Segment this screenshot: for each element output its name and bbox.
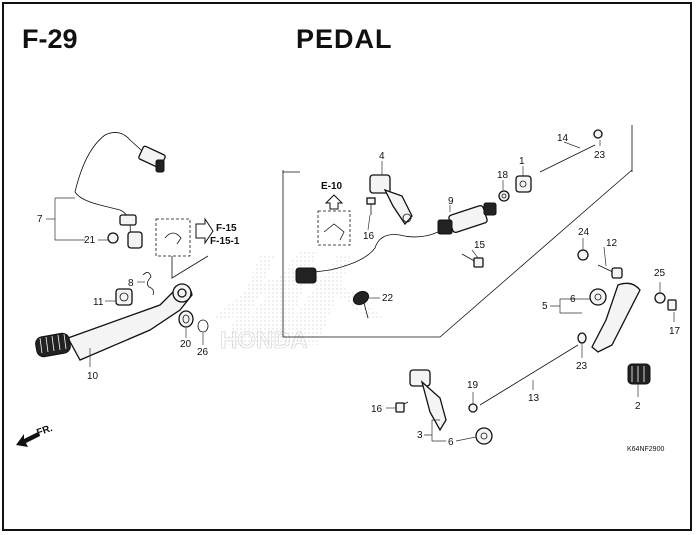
shift-pedal (35, 283, 193, 361)
nut-19 (468, 403, 478, 413)
section-title: PEDAL (296, 24, 393, 54)
reference-box-f15 (155, 217, 214, 279)
callout-1: 1 (519, 156, 525, 167)
callout-23-upper: 23 (594, 150, 606, 161)
honda-watermark-text: HONDA (220, 327, 308, 354)
callout-23-lower: 23 (576, 361, 588, 372)
callout-6-upper: 6 (570, 294, 576, 305)
pedal-spring-8 (142, 272, 154, 296)
honda-watermark: HONDA (215, 250, 382, 354)
section-code: F-29 (22, 24, 78, 54)
group-outline (282, 125, 633, 338)
switch-9 (295, 202, 497, 284)
callout-24: 24 (578, 227, 590, 238)
bolt-17 (667, 299, 677, 311)
washer-24 (577, 249, 589, 261)
pedal-bolt-11 (115, 288, 133, 306)
callout-2: 2 (635, 401, 641, 412)
bolt-16-lower (395, 401, 409, 413)
front-direction-arrow: FR. (16, 423, 54, 447)
gear-switch-harness (74, 132, 166, 249)
callout-20: 20 (180, 339, 192, 350)
rod-14 (539, 129, 603, 173)
callout-12: 12 (606, 238, 618, 249)
reference-box-e10 (317, 194, 351, 246)
callout-16-lower: 16 (371, 404, 383, 415)
callout-22: 22 (382, 293, 394, 304)
callout-19: 19 (467, 380, 479, 391)
callout-15: 15 (474, 240, 486, 251)
washer-25 (654, 292, 666, 304)
lever-3 (409, 369, 447, 432)
callout-11: 11 (93, 297, 104, 308)
callout-13: 13 (528, 393, 540, 404)
clip-21 (107, 232, 119, 244)
ref-f15: F-15 (216, 223, 237, 234)
callout-5: 5 (542, 301, 548, 312)
callout-4: 4 (379, 151, 385, 162)
callout-leaders (46, 140, 675, 442)
callout-18: 18 (497, 170, 509, 181)
callout-9: 9 (448, 196, 454, 207)
diagram-code: K64NF2900 (627, 446, 664, 453)
joint-6-lower (475, 427, 493, 445)
front-label: FR. (35, 423, 54, 439)
nut-23-lower (577, 332, 587, 344)
callout-26: 26 (197, 347, 209, 358)
callout-3: 3 (417, 430, 423, 441)
callout-6-lower: 6 (448, 437, 454, 448)
callout-25: 25 (654, 268, 666, 279)
joint-1 (515, 175, 532, 193)
callout-16-upper: 16 (363, 231, 375, 242)
lever-4 (369, 174, 413, 226)
bolt-16-upper (366, 197, 376, 215)
circlip-26 (197, 319, 209, 333)
callout-21: 21 (84, 235, 96, 246)
callout-8: 8 (128, 278, 134, 289)
nut-18 (498, 190, 510, 202)
lever-2 (591, 282, 651, 385)
ref-f15-1: F-15-1 (210, 236, 240, 247)
bolt-15 (461, 253, 484, 268)
ref-e10: E-10 (321, 181, 343, 192)
rod-13 (479, 344, 579, 406)
clamp-22 (352, 290, 370, 319)
bolt-12 (597, 264, 623, 279)
callout-7: 7 (37, 214, 43, 225)
callout-10: 10 (87, 371, 99, 382)
callout-17: 17 (669, 326, 681, 337)
callout-14: 14 (557, 133, 569, 144)
washer-20 (178, 310, 194, 328)
joint-6-upper (589, 288, 607, 306)
